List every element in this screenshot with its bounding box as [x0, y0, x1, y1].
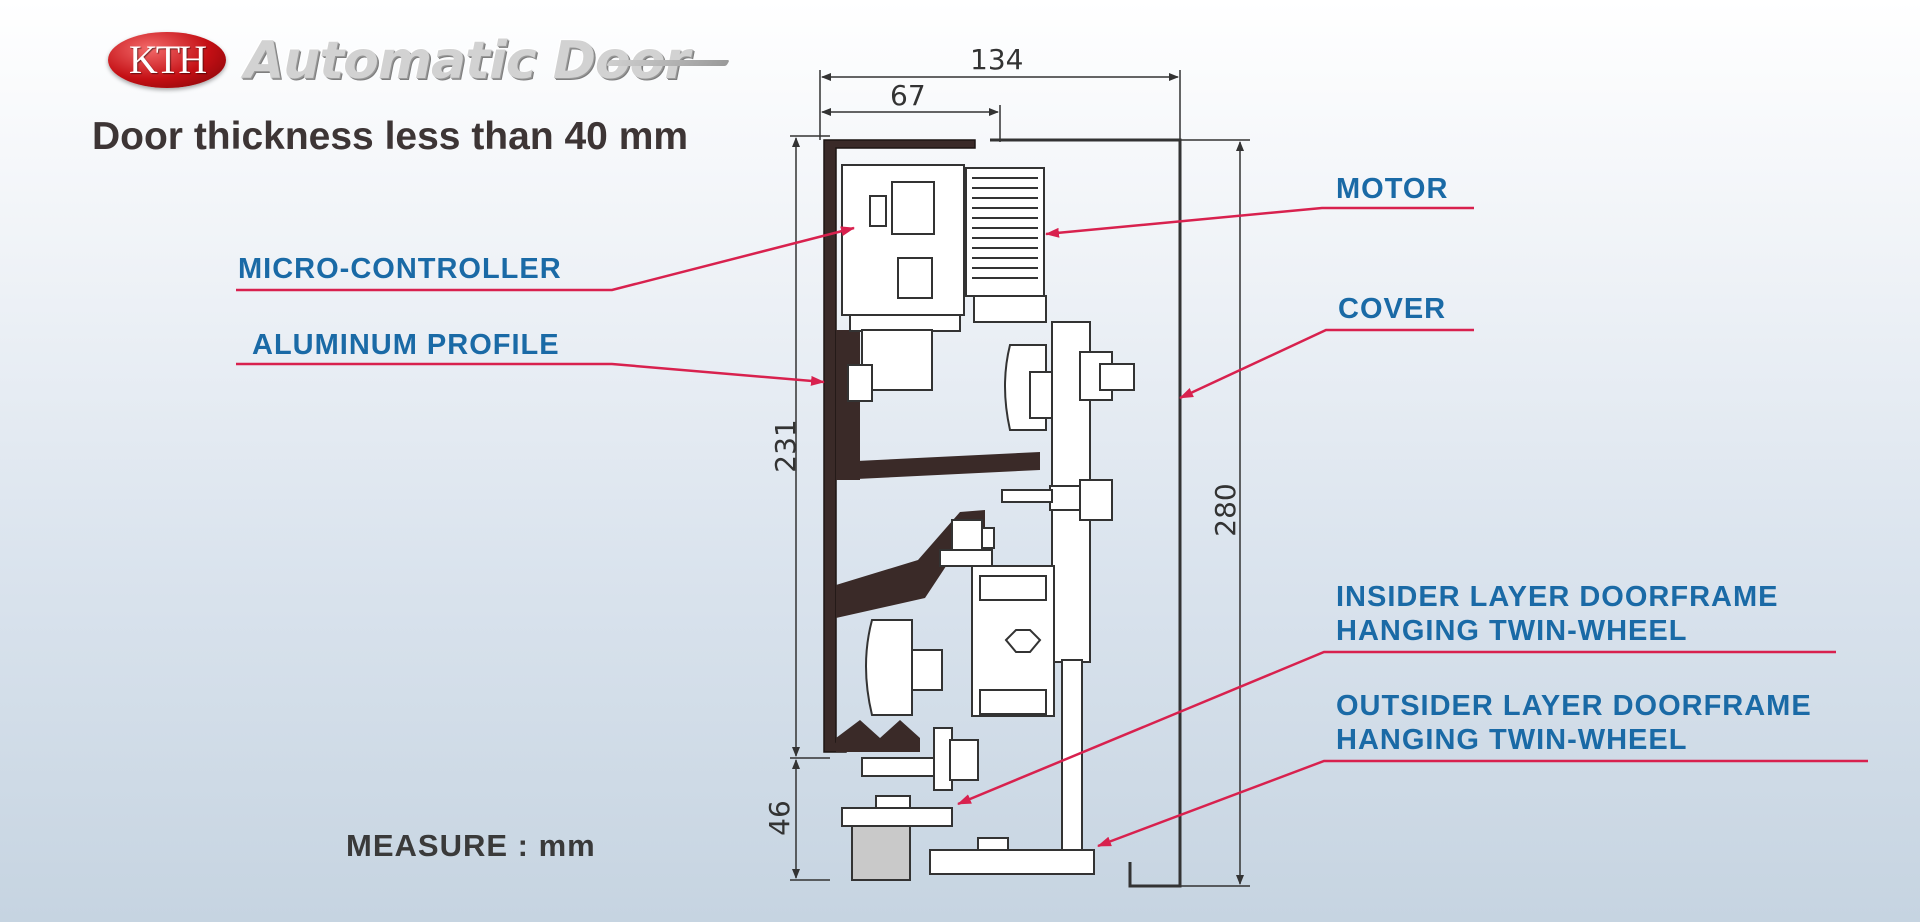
leader-lines [236, 206, 1868, 848]
controller-housing [841, 164, 965, 332]
callout-outsider-line2: HANGING TWIN-WHEEL [1336, 724, 1688, 756]
dimension-231: 231 [769, 419, 802, 473]
aluminum-profile [823, 139, 1040, 753]
brand-logo: KTH Automatic Door [108, 28, 730, 98]
floor-block [851, 825, 911, 881]
callout-motor: MOTOR [1336, 173, 1449, 205]
logo-mark: KTH [128, 37, 207, 82]
callout-aluminum-profile: ALUMINUM PROFILE [252, 329, 560, 361]
callout-outsider-line1: OUTSIDER LAYER DOORFRAME [1336, 690, 1812, 722]
dimension-280: 280 [1209, 483, 1242, 537]
cover-shape [990, 138, 1182, 888]
hanger-assembly [841, 321, 1135, 875]
callout-insider-line1: INSIDER LAYER DOORFRAME [1336, 581, 1779, 613]
page-title: Door thickness less than 40 mm [92, 115, 689, 158]
dimension-lines [790, 70, 1250, 887]
motor-shape [965, 167, 1047, 323]
callout-micro-controller: MICRO-CONTROLLER [238, 253, 562, 285]
callout-cover: COVER [1338, 293, 1447, 325]
dimension-134: 134 [970, 43, 1024, 76]
callout-insider-line2: HANGING TWIN-WHEEL [1336, 615, 1688, 647]
logo-oval [108, 32, 226, 88]
dimension-67: 67 [890, 79, 926, 112]
dimension-46: 46 [763, 800, 796, 836]
measure-note: MEASURE : mm [346, 828, 596, 863]
